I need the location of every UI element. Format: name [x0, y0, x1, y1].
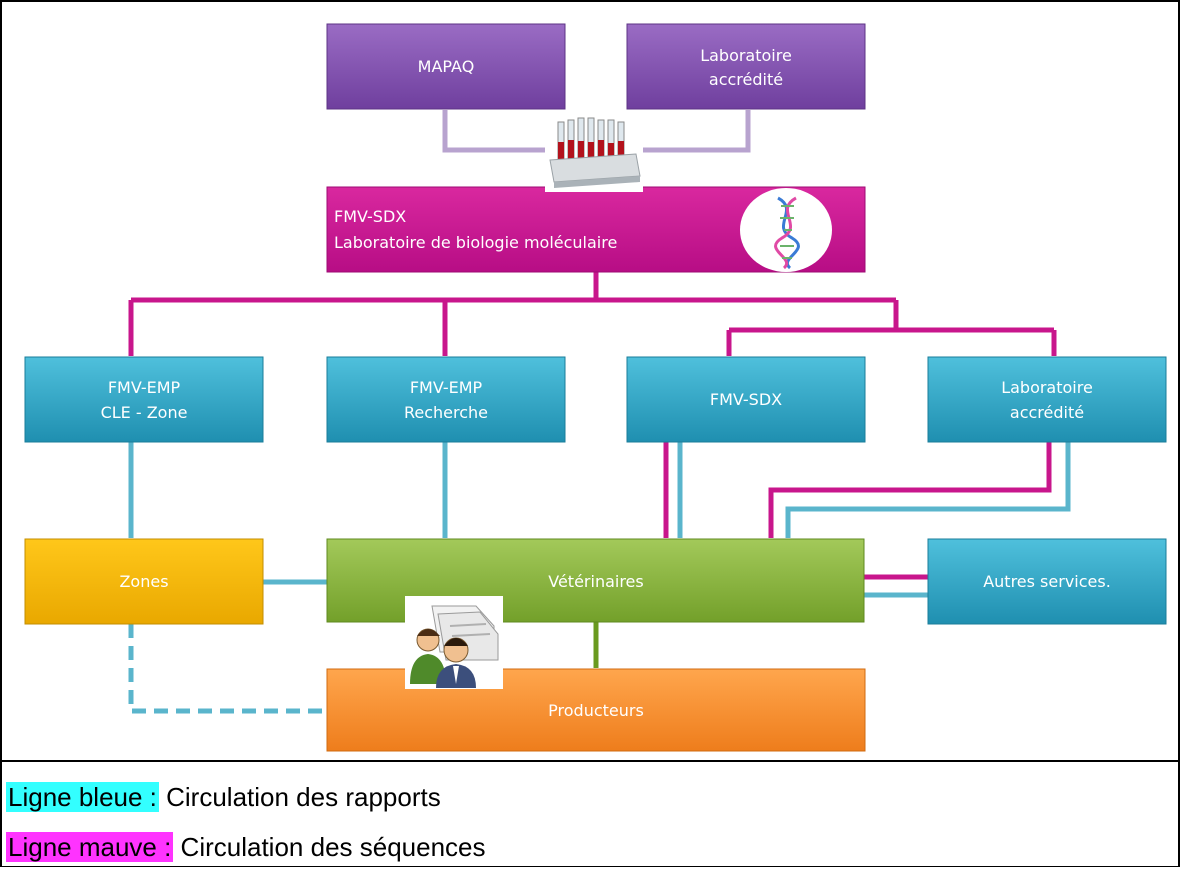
legend-mauve-line: Ligne mauve : Circulation des séquences [6, 832, 486, 863]
blue-connectors [128, 441, 1071, 714]
legend-blue-text: Circulation des rapports [158, 782, 441, 812]
box-producteurs-label: Producteurs [548, 701, 644, 720]
box-mapaq: MAPAQ [326, 23, 566, 110]
box-fmv-emp-cle-line1: FMV-EMP [108, 378, 181, 397]
box-fmv-emp-recherche-line1: FMV-EMP [410, 378, 483, 397]
box-laboratoire-top-line2: accrédité [709, 70, 783, 89]
box-laboratoire-mid-line1: Laboratoire [1001, 378, 1093, 397]
box-zones: Zones [24, 538, 264, 625]
legend-border [0, 760, 1180, 868]
box-fmv-sdx-main-line1: FMV-SDX [334, 207, 406, 226]
box-fmv-sdx-main-line2: Laboratoire de biologie moléculaire [334, 233, 617, 252]
box-mapaq-label: MAPAQ [418, 57, 475, 76]
box-laboratoire-top: Laboratoire accrédité [626, 23, 866, 110]
box-fmv-emp-recherche: FMV-EMP Recherche [326, 356, 566, 443]
dna-icon [740, 188, 832, 272]
box-zones-label: Zones [119, 572, 168, 591]
box-laboratoire-top-line1: Laboratoire [700, 46, 792, 65]
box-autres-services: Autres services. [927, 538, 1167, 625]
box-laboratoire-mid: Laboratoire accrédité [927, 356, 1167, 443]
box-fmv-emp-cle-line2: CLE - Zone [101, 403, 188, 422]
box-fmv-sdx-label: FMV-SDX [710, 390, 782, 409]
box-fmv-emp-cle: FMV-EMP CLE - Zone [24, 356, 264, 443]
box-veterinaires-label: Vétérinaires [548, 572, 643, 591]
mauve-connectors [128, 272, 1057, 580]
box-autres-services-label: Autres services. [983, 572, 1111, 591]
test-tubes-icon [545, 110, 643, 192]
box-fmv-emp-recherche-line2: Recherche [404, 403, 488, 422]
legend-blue-line: Ligne bleue : Circulation des rapports [6, 782, 441, 813]
box-fmv-sdx: FMV-SDX [626, 356, 866, 443]
legend-mauve-key: Ligne mauve : [6, 832, 174, 862]
users-documents-icon [405, 596, 503, 689]
box-laboratoire-mid-line2: accrédité [1010, 403, 1084, 422]
legend-blue-key: Ligne bleue : [6, 782, 159, 812]
legend-mauve-text: Circulation des séquences [173, 832, 486, 862]
dashed-blue-connector [128, 624, 328, 714]
